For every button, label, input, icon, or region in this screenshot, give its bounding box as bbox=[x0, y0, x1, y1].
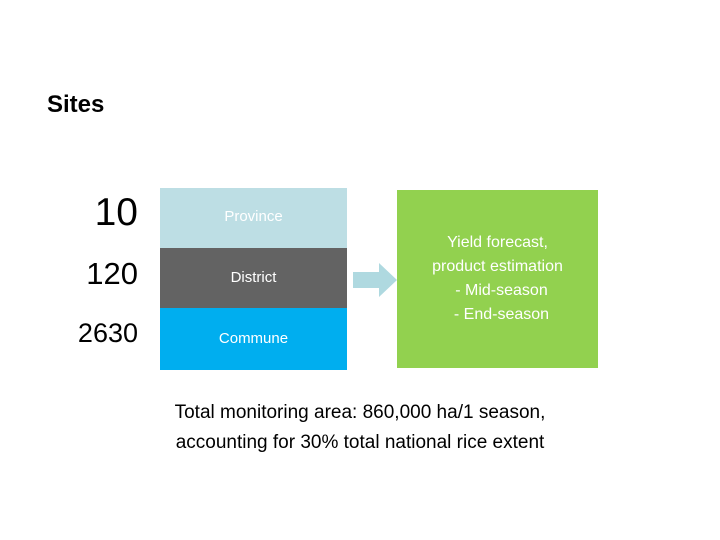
footnote: Total monitoring area: 860,000 ha/1 seas… bbox=[60, 398, 660, 458]
outcome-line-3: - Mid-season bbox=[455, 282, 548, 299]
outcome-line-1: Yield forecast, bbox=[447, 234, 548, 251]
outcome-box: Yield forecast, product estimation - Mid… bbox=[397, 190, 598, 368]
hierarchy-bar-province: Province bbox=[160, 188, 347, 248]
count-district: 120 bbox=[86, 256, 138, 291]
count-commune: 2630 bbox=[77, 318, 138, 348]
hierarchy-label-province: Province bbox=[224, 208, 283, 225]
footnote-line-1: Total monitoring area: 860,000 ha/1 seas… bbox=[174, 402, 546, 423]
hierarchy-label-commune: Commune bbox=[218, 330, 289, 347]
hierarchy-bar-district: District bbox=[160, 248, 347, 308]
page-title: Sites bbox=[47, 91, 105, 118]
right-arrow-icon bbox=[353, 263, 397, 297]
outcome-line-2: product estimation bbox=[432, 258, 563, 275]
hierarchy-label-district: District bbox=[230, 269, 277, 286]
count-province: 10 bbox=[94, 191, 138, 234]
hierarchy-bar-commune: Commune bbox=[160, 308, 347, 370]
footnote-line-2: accounting for 30% total national rice e… bbox=[175, 432, 545, 453]
outcome-line-4: - End-season bbox=[453, 306, 550, 323]
